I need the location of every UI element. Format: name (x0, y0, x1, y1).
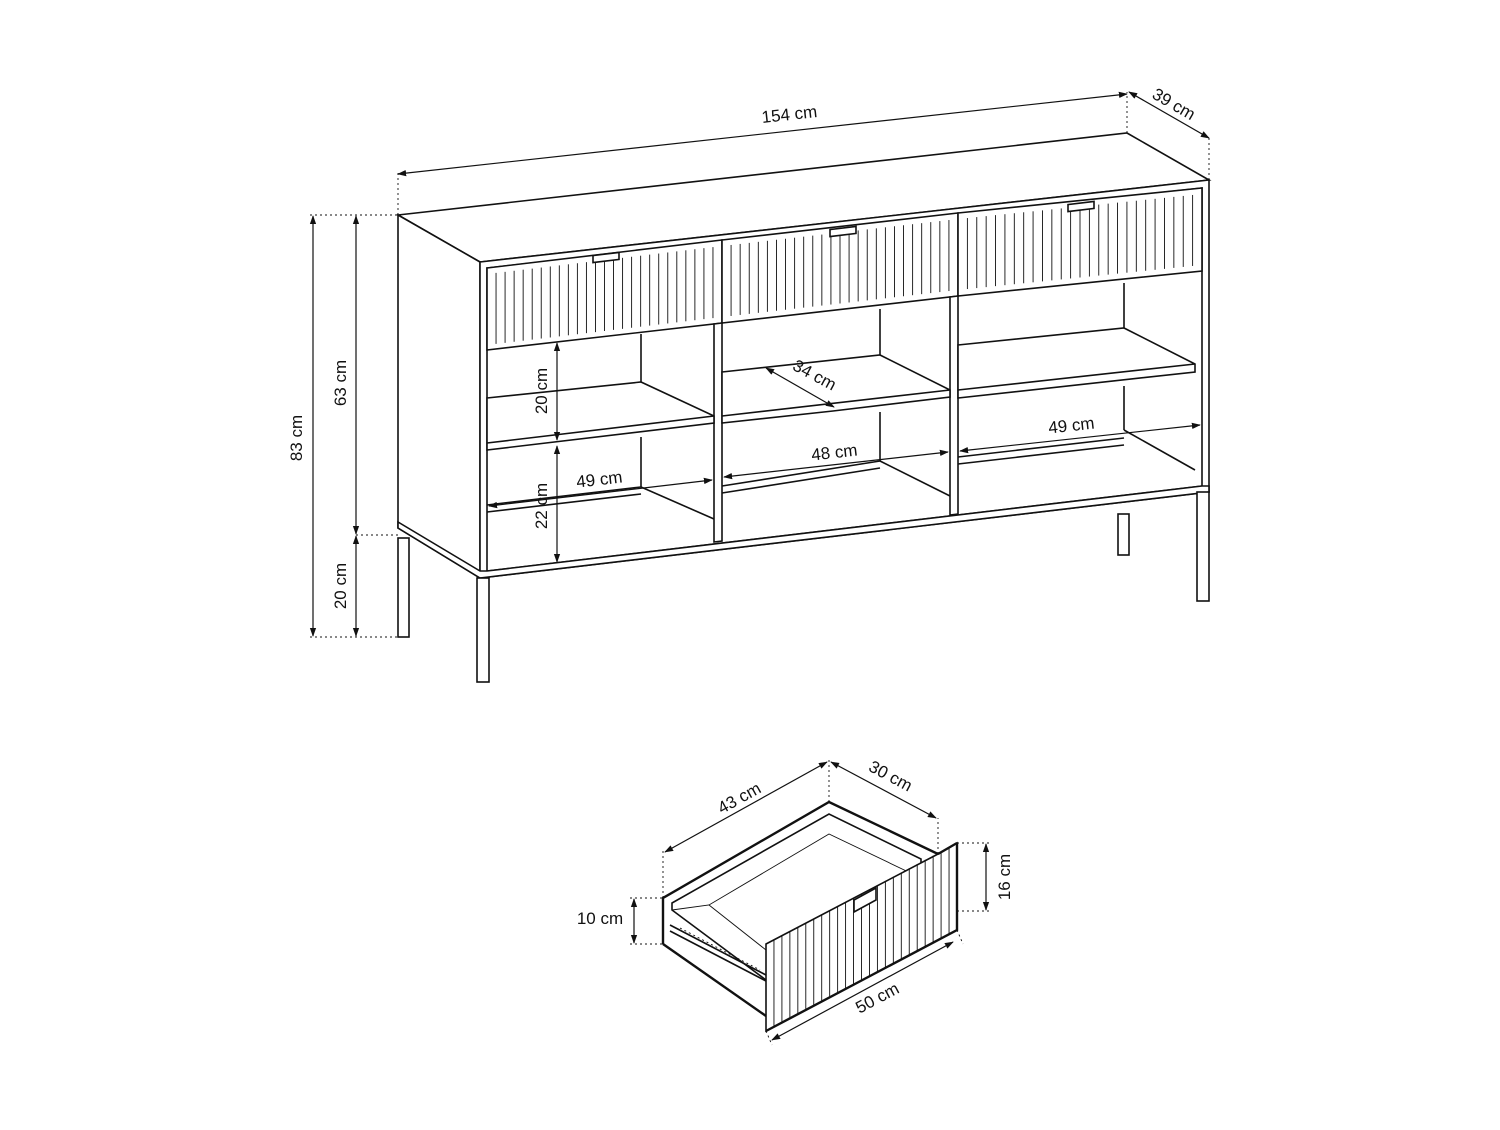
leg-front-left (476, 577, 490, 683)
drawer-ribs (495, 194, 1194, 344)
leg-back-left (397, 537, 410, 638)
sideboard-left-side (397, 213, 481, 580)
leg-back-right (1117, 513, 1130, 556)
drawer-handle-left (592, 251, 620, 264)
dim-width-label: 154 cm (761, 102, 818, 127)
drawer-dim-inner-width-label: 30 cm (866, 757, 916, 796)
drawer-runner (669, 924, 767, 982)
drawer-dim-front-width-label: 50 cm (853, 979, 903, 1018)
drawer-drawing: 43 cm 30 cm 10 cm 16 cm 50 cm (577, 757, 1014, 1046)
dim-body-height-label: 63 cm (331, 360, 350, 406)
drawer-handle-middle (829, 225, 857, 238)
drawer-row (486, 187, 1203, 351)
drawer-handle (853, 886, 877, 914)
dim-lower-shelf-height-label: 22 cm (532, 483, 551, 529)
legs (397, 491, 1210, 683)
sideboard-drawing: 154 cm 39 cm 83 cm 63 cm 20 cm 20 cm 22 … (287, 84, 1212, 683)
dim-leg-height-label: 20 cm (331, 563, 350, 609)
shelf-right (957, 327, 1196, 399)
drawer-handle-right (1067, 200, 1095, 213)
vertical-dividers (713, 295, 959, 543)
drawer-inner-floor (671, 833, 922, 911)
dim-right-width-label: 49 cm (1047, 414, 1095, 438)
shelf-left (486, 381, 715, 451)
drawer-dim-depth-label: 43 cm (714, 779, 764, 818)
dim-total-height-label: 83 cm (287, 415, 306, 461)
leg-front-right (1196, 491, 1210, 602)
dim-upper-shelf-height-label: 20 cm (532, 368, 551, 414)
drawer-dim-side-height-label: 10 cm (577, 909, 623, 928)
drawer-dim-front-height-label: 16 cm (995, 854, 1014, 900)
base-frame (397, 485, 1210, 579)
